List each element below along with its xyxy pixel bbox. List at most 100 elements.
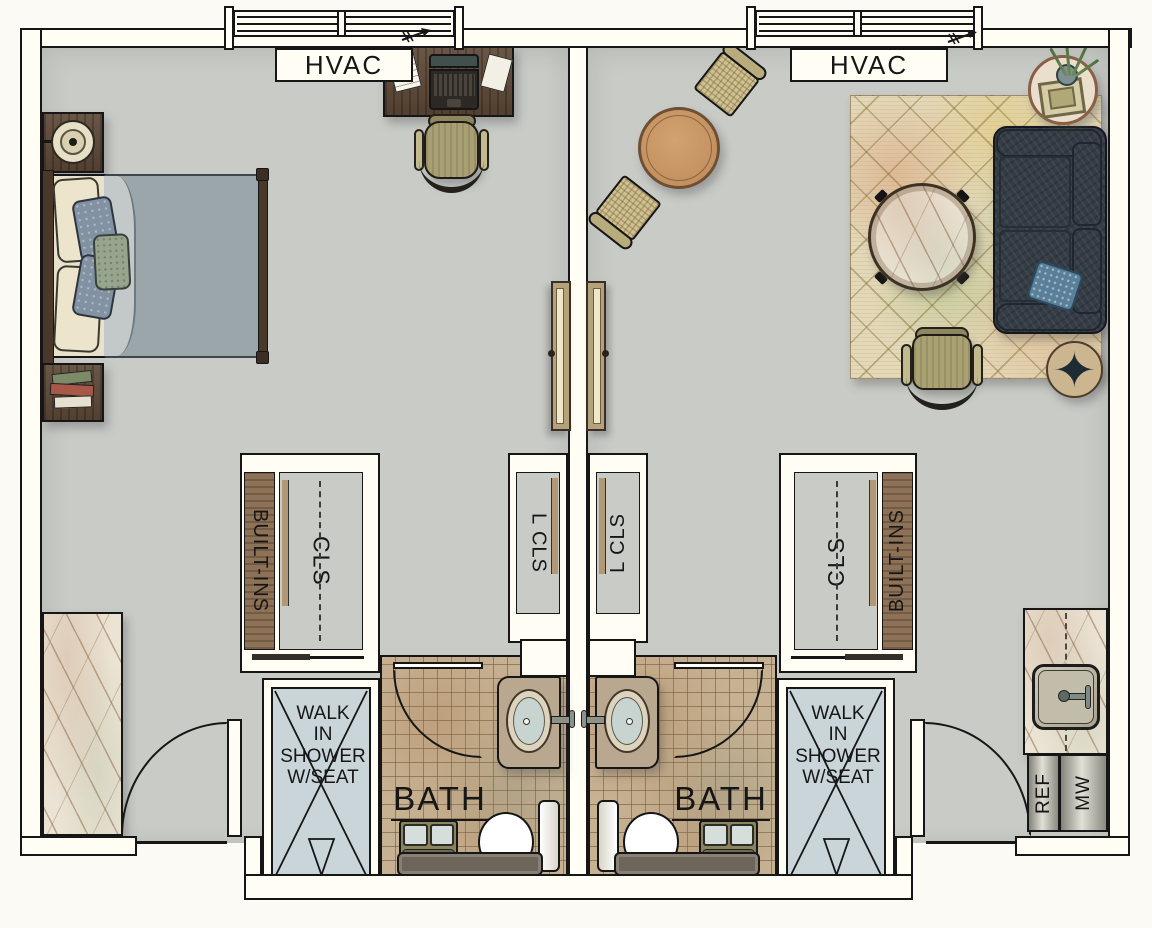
lamp-cord bbox=[38, 140, 54, 143]
sink-right-drain bbox=[626, 718, 633, 725]
lamp-finial bbox=[69, 138, 77, 146]
wall-mirror-left-knob bbox=[548, 350, 555, 357]
shower-right-pan: WALK IN SHOWER W/SEAT bbox=[786, 687, 886, 881]
armchair-arm-right bbox=[972, 344, 983, 386]
bed-post-top bbox=[256, 168, 269, 181]
sofa-seat-cushion-top bbox=[999, 156, 1071, 228]
shower-right-label: WALK IN SHOWER W/SEAT bbox=[788, 703, 888, 788]
shower-left-label-line: WALK bbox=[296, 703, 350, 724]
window-opening-arrow-icon bbox=[401, 28, 431, 43]
window-opening-arrow-icon bbox=[947, 30, 977, 45]
built-ins-right-label: BUILT-INS bbox=[886, 509, 908, 613]
bed-headboard bbox=[42, 170, 54, 364]
entry-right-door-leaf bbox=[910, 719, 925, 837]
sink-left-drain bbox=[523, 718, 530, 725]
wall-right bbox=[1108, 28, 1130, 856]
towel-cabinet-door bbox=[430, 824, 454, 846]
closet-left-towel bbox=[252, 654, 310, 660]
armchair-base bbox=[906, 372, 978, 410]
window-left-jamb bbox=[454, 6, 464, 50]
shower-left-pan: WALK IN SHOWER W/SEAT bbox=[271, 687, 371, 881]
storage-cabinet-marble bbox=[42, 612, 123, 836]
bath-mat-left bbox=[397, 852, 543, 876]
laptop-touchpad bbox=[447, 99, 461, 107]
desk-chair-arm-left bbox=[414, 129, 424, 171]
bath-left-label: BATH bbox=[391, 780, 489, 821]
wall-mirror-left-panel bbox=[556, 288, 564, 424]
shower-right-label-line: IN bbox=[828, 724, 848, 746]
built-ins-left: BUILT-INS bbox=[244, 472, 275, 650]
vanity-niche-left bbox=[520, 639, 568, 677]
towel-cabinet-door bbox=[703, 824, 728, 846]
hvac-left-box: HVAC bbox=[275, 48, 413, 82]
laptop-screen bbox=[429, 54, 479, 68]
shower-left-label-line: W/SEAT bbox=[287, 766, 359, 788]
bed-pillow-accent bbox=[92, 233, 132, 291]
window-mullion bbox=[853, 12, 862, 35]
accent-side-table: ✦ bbox=[1046, 341, 1103, 398]
wall-left bbox=[20, 28, 42, 856]
vanity-niche-right bbox=[588, 639, 636, 677]
frame-ornament-inner bbox=[1047, 86, 1077, 110]
window-glazing-line bbox=[759, 30, 979, 32]
hvac-right-box: HVAC bbox=[790, 48, 948, 82]
wall-bottom-right bbox=[1015, 836, 1130, 856]
bath-right-label-box: BATH bbox=[666, 780, 776, 821]
window-left bbox=[233, 10, 455, 37]
microwave-label: MW bbox=[1072, 775, 1094, 811]
hvac-left-label: HVAC bbox=[304, 49, 384, 80]
wall-bottom-left bbox=[20, 836, 137, 856]
toilet-right-tank bbox=[597, 800, 619, 872]
shower-right-label-line: WALK bbox=[811, 703, 865, 724]
linen-closet-left-interior: L CLS bbox=[516, 472, 560, 614]
shower-left-label: WALK IN SHOWER W/SEAT bbox=[273, 703, 373, 788]
closet-right-rod bbox=[869, 480, 876, 606]
refrigerator-box: REF bbox=[1027, 754, 1060, 832]
threshold-right bbox=[926, 841, 1015, 844]
bath-left-label-box: BATH bbox=[385, 780, 495, 821]
star-ornament-icon: ✦ bbox=[1052, 342, 1097, 397]
sink-right-faucet-handle bbox=[581, 710, 587, 728]
linen-right-rod bbox=[599, 478, 606, 574]
wall-mirror-right-panel bbox=[593, 288, 601, 424]
closet-left-label: CLS bbox=[308, 535, 335, 587]
linen-closet-right-label: L CLS bbox=[606, 513, 629, 573]
hvac-right-label: HVAC bbox=[829, 49, 909, 80]
kitchen-faucet-base bbox=[1058, 690, 1070, 702]
desk-chair-arm-right bbox=[479, 129, 489, 171]
shower-right-label-line: W/SEAT bbox=[802, 766, 874, 788]
coffee-table bbox=[868, 183, 976, 291]
bath-mat-right bbox=[614, 852, 760, 876]
sink-left-faucet-handle bbox=[569, 710, 575, 728]
entry-left-door-leaf bbox=[227, 719, 242, 837]
bed-post-bottom bbox=[256, 351, 269, 364]
closet-left-rod bbox=[282, 480, 289, 606]
refrigerator-label: REF bbox=[1032, 772, 1054, 814]
dining-table-inner-ring bbox=[646, 115, 712, 181]
closet-right-rod-line bbox=[836, 481, 838, 641]
closet-right-towel bbox=[845, 654, 903, 660]
towel-cabinet-door bbox=[403, 824, 428, 846]
wall-mirror-right-knob bbox=[602, 350, 609, 357]
bath-right-label: BATH bbox=[672, 780, 770, 821]
shower-left-label-line: IN bbox=[313, 724, 333, 746]
sofa bbox=[993, 126, 1107, 334]
window-glazing-line bbox=[759, 16, 979, 18]
book-cream bbox=[53, 395, 93, 409]
center-party-wall bbox=[568, 28, 588, 900]
threshold-left bbox=[137, 841, 227, 844]
shower-right-label-line: SHOWER bbox=[795, 745, 881, 767]
sofa-back-cushion-top bbox=[1072, 142, 1102, 226]
towel-cabinet-door bbox=[730, 824, 754, 846]
window-right bbox=[755, 10, 983, 37]
wall-bottom-center bbox=[244, 874, 913, 900]
bed bbox=[42, 168, 270, 364]
shower-right-marks bbox=[789, 690, 883, 878]
linen-left-rod bbox=[551, 478, 558, 574]
window-right-jamb bbox=[973, 6, 983, 50]
linen-closet-left-label: L CLS bbox=[527, 513, 550, 573]
shower-left-label-line: SHOWER bbox=[280, 745, 366, 767]
microwave-box: MW bbox=[1059, 754, 1108, 832]
closet-left-rod-line bbox=[319, 481, 321, 641]
